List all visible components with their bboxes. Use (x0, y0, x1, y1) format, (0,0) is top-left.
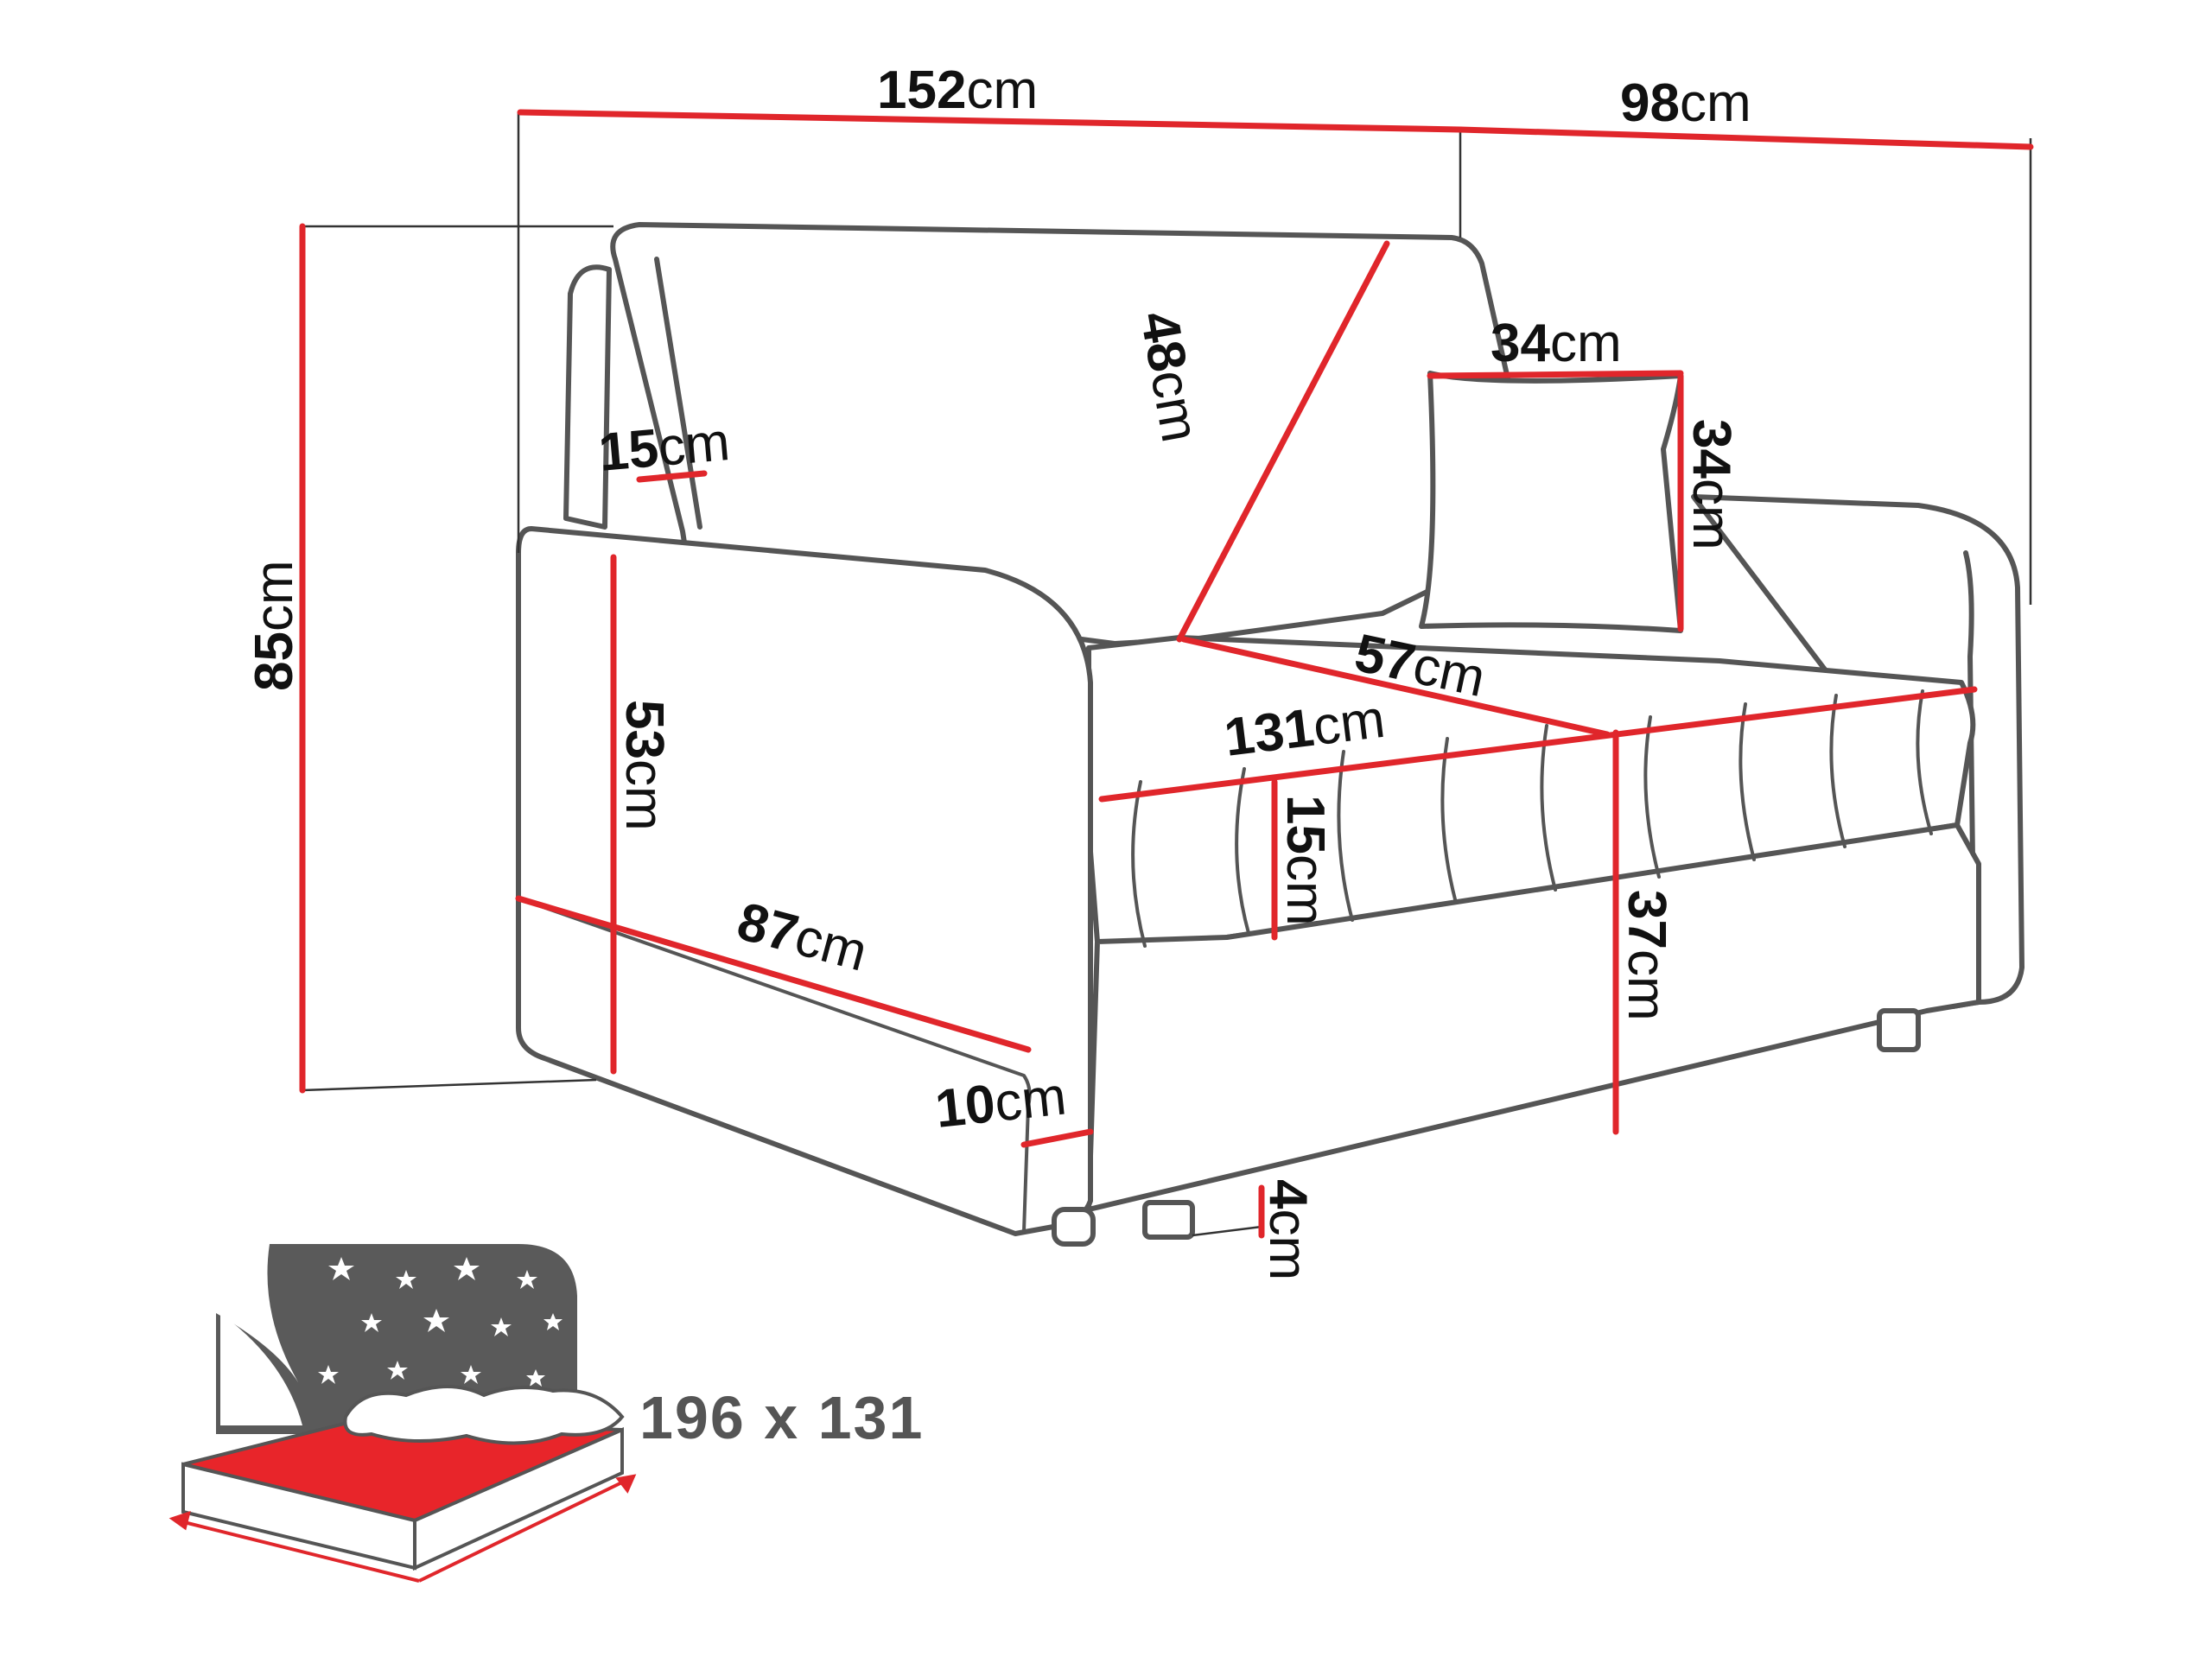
crescent (220, 1313, 302, 1425)
dimline-armrest-thickness (636, 470, 708, 483)
label-overall-width: 152cm (877, 60, 1038, 120)
dimline-overall-width (517, 109, 1464, 133)
front-middle-leg (1142, 1200, 1195, 1240)
dimline-overall-depth (1457, 126, 2034, 150)
bed-night-icon (168, 1244, 637, 1583)
dimension-lines (299, 109, 2034, 1239)
sofa-drawing (516, 222, 2024, 1247)
night-sky (216, 1244, 577, 1434)
back-right-leg (1877, 1008, 1921, 1052)
label-pillow-width: 34cm (1491, 314, 1622, 373)
label-pillow-height: 34cm (1681, 419, 1741, 550)
sleeping-area-label: 196 x 131 (639, 1384, 924, 1451)
label-overall-depth: 98cm (1620, 73, 1751, 133)
label-seat-width: 131cm (1221, 689, 1388, 768)
right-armrest-inner (1963, 550, 1977, 996)
label-seat-height: 37cm (1617, 890, 1676, 1021)
bed-size-arrows (168, 1474, 637, 1583)
label-armrest-height: 53cm (614, 700, 674, 831)
extension-lines (302, 112, 2032, 1237)
backrest-seam (654, 257, 702, 530)
label-arm-width: 10cm (932, 1066, 1069, 1139)
dimline-seat-width (1098, 686, 1978, 803)
dimline-side-depth (515, 895, 1032, 1053)
left-back-side (563, 264, 612, 530)
bed-pillow (343, 1385, 625, 1445)
dimline-pillow-width (1427, 370, 1684, 379)
label-overall-height: 85cm (245, 560, 304, 691)
left-armrest-front-edge (517, 897, 1032, 1233)
mattress-side (413, 1426, 624, 1571)
label-leg-height: 4cm (1258, 1179, 1318, 1280)
cushion-channels (1131, 689, 1933, 948)
front-base (1086, 822, 1981, 1212)
dimline-arm-width (1020, 1128, 1094, 1148)
label-armrest-thickness: 15cm (596, 412, 732, 483)
dimline-seat-depth (1180, 636, 1611, 738)
label-seat-depth: 57cm (1350, 623, 1491, 708)
label-cushion-thickness: 15cm (1275, 795, 1335, 926)
stars (237, 1257, 563, 1425)
throw-pillow (1419, 371, 1683, 633)
right-armrest (1691, 494, 2024, 1009)
label-backrest-height: 48cm (1128, 307, 1210, 446)
front-left-leg (1052, 1207, 1096, 1247)
dimline-backrest-height (1176, 240, 1390, 643)
dimension-labels: 152cm 98cm 85cm 48cm 15cm 34cm 34cm 53cm… (245, 60, 1751, 1280)
